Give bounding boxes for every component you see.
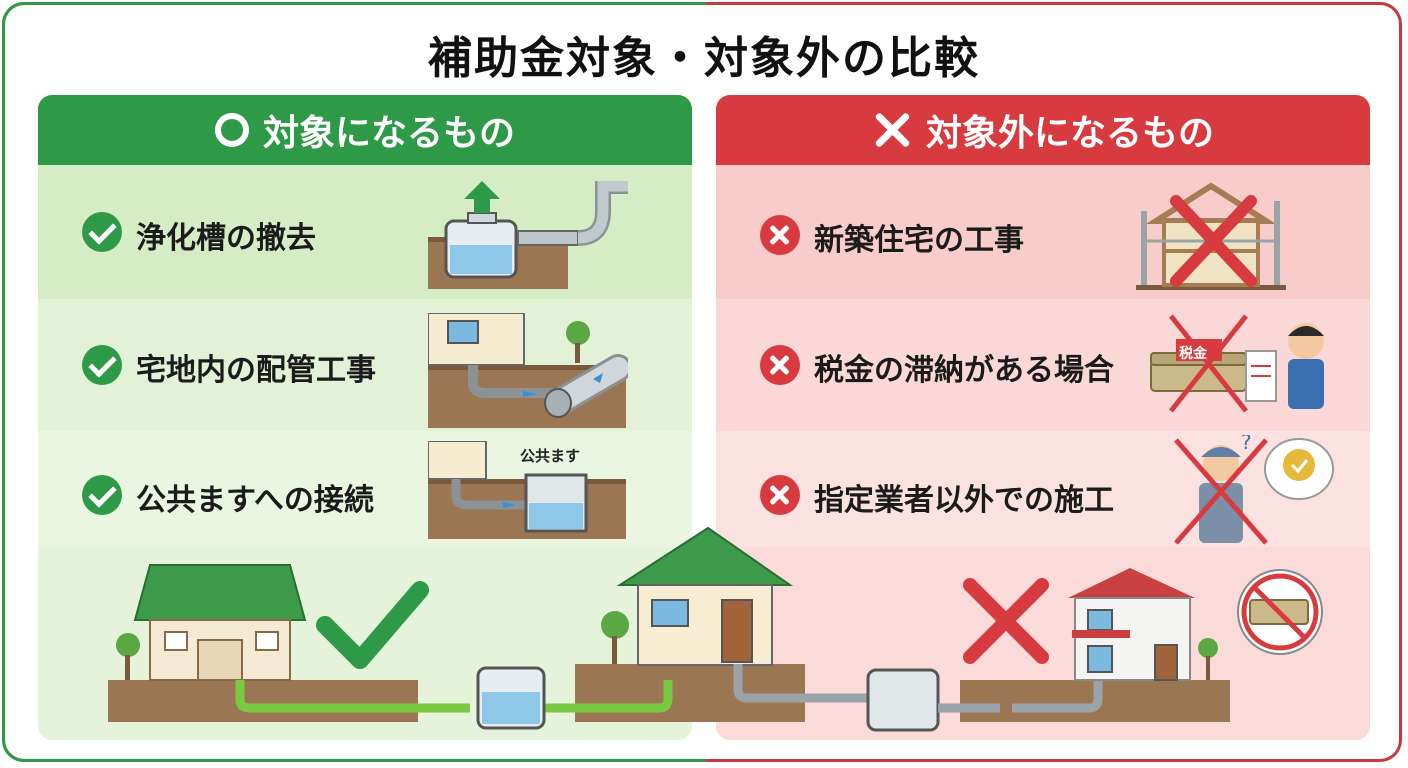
page-title: 補助金対象・対象外の比較 (428, 33, 980, 84)
ineligible-row-1: 新築住宅の工事 (716, 165, 1370, 299)
unauthorized-contractor-illustration: ? (1174, 435, 1334, 545)
x-icon (760, 345, 800, 385)
ground-middle (575, 664, 805, 722)
ineligible-header: 対象外になるもの (716, 95, 1370, 165)
ground-left (108, 680, 418, 722)
eligible-item-label: 浄化槽の撤去 (136, 221, 316, 256)
x-icon (963, 578, 1049, 664)
eligible-row-1: 浄化槽の撤去 (38, 165, 692, 299)
new-construction-illustration (1136, 182, 1286, 290)
check-icon (316, 581, 429, 669)
center-house (601, 526, 794, 666)
eligible-row-2: 宅地内の配管工事 (38, 299, 692, 431)
eligible-panel: 対象になるもの 浄化槽の撤去 宅地内の配管工事 (38, 95, 692, 740)
septic-removal-illustration (428, 181, 628, 289)
public-manhole-illustration (428, 441, 626, 539)
ineligible-item-label: 税金の滞納がある場合 (814, 353, 1114, 388)
eligible-item-label: 宅地内の配管工事 (136, 353, 376, 388)
traditional-house (116, 564, 307, 681)
ineligible-item-label: 新築住宅の工事 (814, 223, 1024, 258)
circle-icon (214, 113, 249, 147)
ineligible-item-label: 指定業者以外での施工 (814, 483, 1114, 518)
gray-pipe (733, 664, 868, 703)
tax-arrears-illustration (1150, 314, 1324, 413)
x-icon (760, 475, 800, 515)
check-icon (82, 475, 122, 515)
green-pipe (235, 680, 470, 713)
septic-tank (476, 666, 546, 730)
x-icon (760, 215, 800, 255)
check-icon (82, 345, 122, 385)
modern-house (1068, 568, 1218, 681)
eligible-header: 対象になるもの (38, 95, 692, 165)
ineligible-header-label: 対象外になるもの (925, 113, 1214, 154)
eligible-row-3: 公共ますへの接続 公共ます (38, 431, 692, 547)
eligible-header-label: 対象になるもの (262, 113, 515, 154)
gray-tank (866, 668, 940, 732)
pipe-work-illustration (428, 313, 628, 428)
ineligible-row-2: 税金の滞納がある場合 税金 (716, 299, 1370, 431)
no-money-icon (1237, 569, 1323, 655)
public-manhole-caption: 公共ます (520, 447, 581, 465)
ineligible-row-3: 指定業者以外での施工 ? (716, 431, 1370, 547)
tax-stamp-label: 税金 (1179, 346, 1207, 362)
eligible-item-label: 公共ますへの接続 (136, 483, 374, 518)
svg-text:?: ? (1241, 435, 1252, 454)
outer-frame-left (2, 2, 706, 762)
check-icon (82, 212, 122, 252)
